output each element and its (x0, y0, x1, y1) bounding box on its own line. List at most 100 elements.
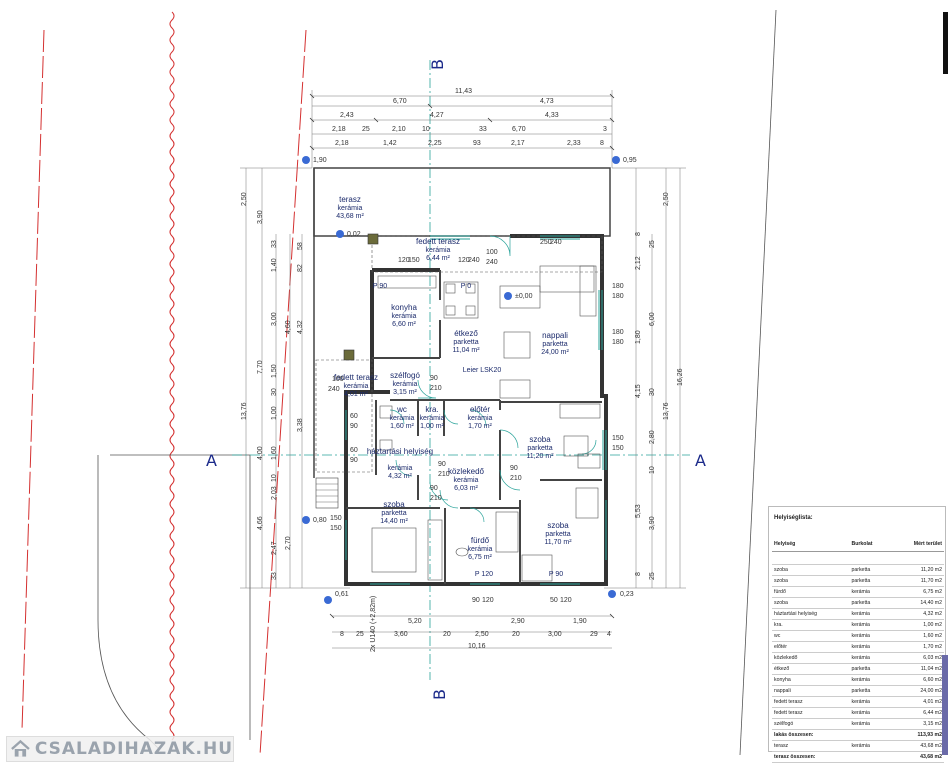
schedule-cell: kerámia (849, 707, 891, 719)
schedule-cell: nappali (772, 685, 850, 697)
svg-text:16,26: 16,26 (677, 368, 684, 386)
dimension-lines (240, 90, 686, 649)
svg-text:90: 90 (350, 457, 358, 464)
svg-text:4,00: 4,00 (257, 446, 264, 460)
svg-text:1,90: 1,90 (573, 618, 587, 625)
svg-text:150: 150 (612, 445, 624, 452)
left-dimensions: 2,50 13,76 4,66 3,90 7,70 4,00 3,00 4,60… (241, 192, 377, 652)
exterior-walls (344, 234, 608, 586)
svg-text:120: 120 (482, 597, 494, 604)
svg-text:Leier LSK20: Leier LSK20 (463, 367, 502, 374)
svg-text:2,12: 2,12 (635, 256, 642, 270)
axis-b-top: B (428, 59, 447, 70)
schedule-header-row: Helyiség Burkolat Mért terület (772, 537, 944, 552)
svg-text:1,90: 1,90 (313, 157, 327, 164)
svg-text:100: 100 (486, 249, 498, 256)
svg-text:4,27: 4,27 (430, 112, 444, 119)
house-logo-icon (11, 739, 30, 757)
svg-text:közlekedő: közlekedő (448, 467, 485, 476)
svg-text:13,76: 13,76 (663, 402, 670, 420)
svg-text:150: 150 (330, 515, 342, 522)
schedule-cell: 1,60 m2 (890, 630, 944, 642)
svg-text:25: 25 (649, 240, 656, 248)
svg-text:kerámia: kerámia (420, 415, 445, 422)
svg-text:14,40 m²: 14,40 m² (380, 518, 408, 525)
schedule-cell: lakás összesen: (772, 729, 850, 741)
schedule-cell: 6,75 m2 (890, 586, 944, 598)
schedule-cell: előtér (772, 641, 850, 653)
svg-text:6,70: 6,70 (512, 126, 526, 133)
axis-b-bottom: B (430, 689, 449, 700)
svg-text:2,18: 2,18 (335, 140, 349, 147)
svg-text:3,38: 3,38 (297, 418, 304, 432)
level-markers: 1,90 0,95 0,02 ±0,00 0,80 0,61 0,23 (302, 156, 637, 604)
svg-text:parketta: parketta (542, 341, 567, 348)
street-lines (97, 9, 777, 756)
svg-text:2,50: 2,50 (663, 192, 670, 206)
room-fedett-terasz-1: fedett terasz kerámia 6,44 m² (416, 237, 460, 262)
schedule-cell: parketta (849, 685, 891, 697)
schedule-cell: kerámia (849, 696, 891, 708)
svg-text:90: 90 (430, 375, 438, 382)
schedule-cell: 24,00 m2 (890, 685, 944, 697)
room-schedule: Helyiséglista: Helyiség Burkolat Mért te… (768, 506, 946, 763)
room-furdo: fürdő kerámia 6,75 m² (468, 536, 493, 561)
svg-text:0,61: 0,61 (335, 591, 349, 598)
svg-text:étkező: étkező (454, 329, 478, 338)
schedule-spacer (772, 551, 944, 565)
schedule-cell: szélfogó (772, 718, 850, 730)
schedule-cell: 43,68 m2 (890, 740, 944, 752)
room-szelfogo: szélfogó kerámia 3,15 m² (390, 371, 420, 396)
svg-text:kerámia: kerámia (390, 415, 415, 422)
svg-text:30: 30 (649, 388, 656, 396)
svg-text:3,60: 3,60 (394, 631, 408, 638)
svg-text:90: 90 (472, 597, 480, 604)
svg-text:terasz: terasz (339, 195, 361, 204)
svg-text:1,42: 1,42 (383, 140, 397, 147)
svg-text:8: 8 (340, 631, 344, 638)
room-labels: terasz kerámia 43,68 m² fedett terasz ke… (334, 195, 572, 561)
room-kra: kra. kerámia 1,00 m² (420, 405, 445, 430)
schedule-cell: 4,32 m2 (890, 608, 944, 620)
annotations: P 90 P 0 Leier LSK20 P 120 P 90 100 240 … (328, 239, 624, 604)
right-dimensions: 2,50 16,26 13,76 5,53 2,12 6,00 4,15 2,8… (635, 192, 684, 580)
svg-text:25: 25 (362, 126, 370, 133)
room-eloter: előtér kerámia 1,70 m² (468, 405, 493, 430)
edge-strip (942, 655, 948, 755)
svg-text:2,10: 2,10 (392, 126, 406, 133)
schedule-cell: parketta (849, 663, 891, 675)
svg-text:24,00 m²: 24,00 m² (541, 349, 569, 356)
schedule-cell: szoba (772, 597, 850, 609)
schedule-cell: 1,70 m2 (890, 641, 944, 653)
svg-text:25: 25 (356, 631, 364, 638)
svg-text:±0,00: ±0,00 (515, 293, 533, 300)
schedule-cell: szoba (772, 575, 850, 587)
schedule-cell: 6,60 m2 (890, 674, 944, 686)
svg-text:240: 240 (468, 257, 480, 264)
svg-text:20: 20 (443, 631, 451, 638)
svg-text:1,00: 1,00 (271, 406, 278, 420)
room-terasz: terasz kerámia 43,68 m² (336, 195, 364, 220)
bottom-dimensions: 5,20 2,90 1,90 8 25 3,60 20 2,50 20 3,00… (340, 618, 611, 650)
svg-text:kerámia: kerámia (454, 477, 479, 484)
svg-text:fürdő: fürdő (471, 536, 490, 545)
svg-text:180: 180 (612, 339, 624, 346)
svg-text:210: 210 (510, 475, 522, 482)
door-swings (389, 235, 597, 523)
schedule-cell: 1,00 m2 (890, 619, 944, 631)
top-dimensions: 11,43 6,70 4,73 2,43 4,27 4,33 2,18 25 2… (332, 88, 607, 147)
svg-text:120: 120 (560, 597, 572, 604)
schedule-cell: kerámia (849, 652, 891, 664)
svg-text:90: 90 (438, 461, 446, 468)
svg-text:11,20 m²: 11,20 m² (526, 453, 554, 460)
svg-text:1,50: 1,50 (271, 364, 278, 378)
schedule-cell: fedett terasz (772, 696, 850, 708)
edge-bar (943, 12, 948, 74)
svg-text:0,02: 0,02 (347, 231, 361, 238)
